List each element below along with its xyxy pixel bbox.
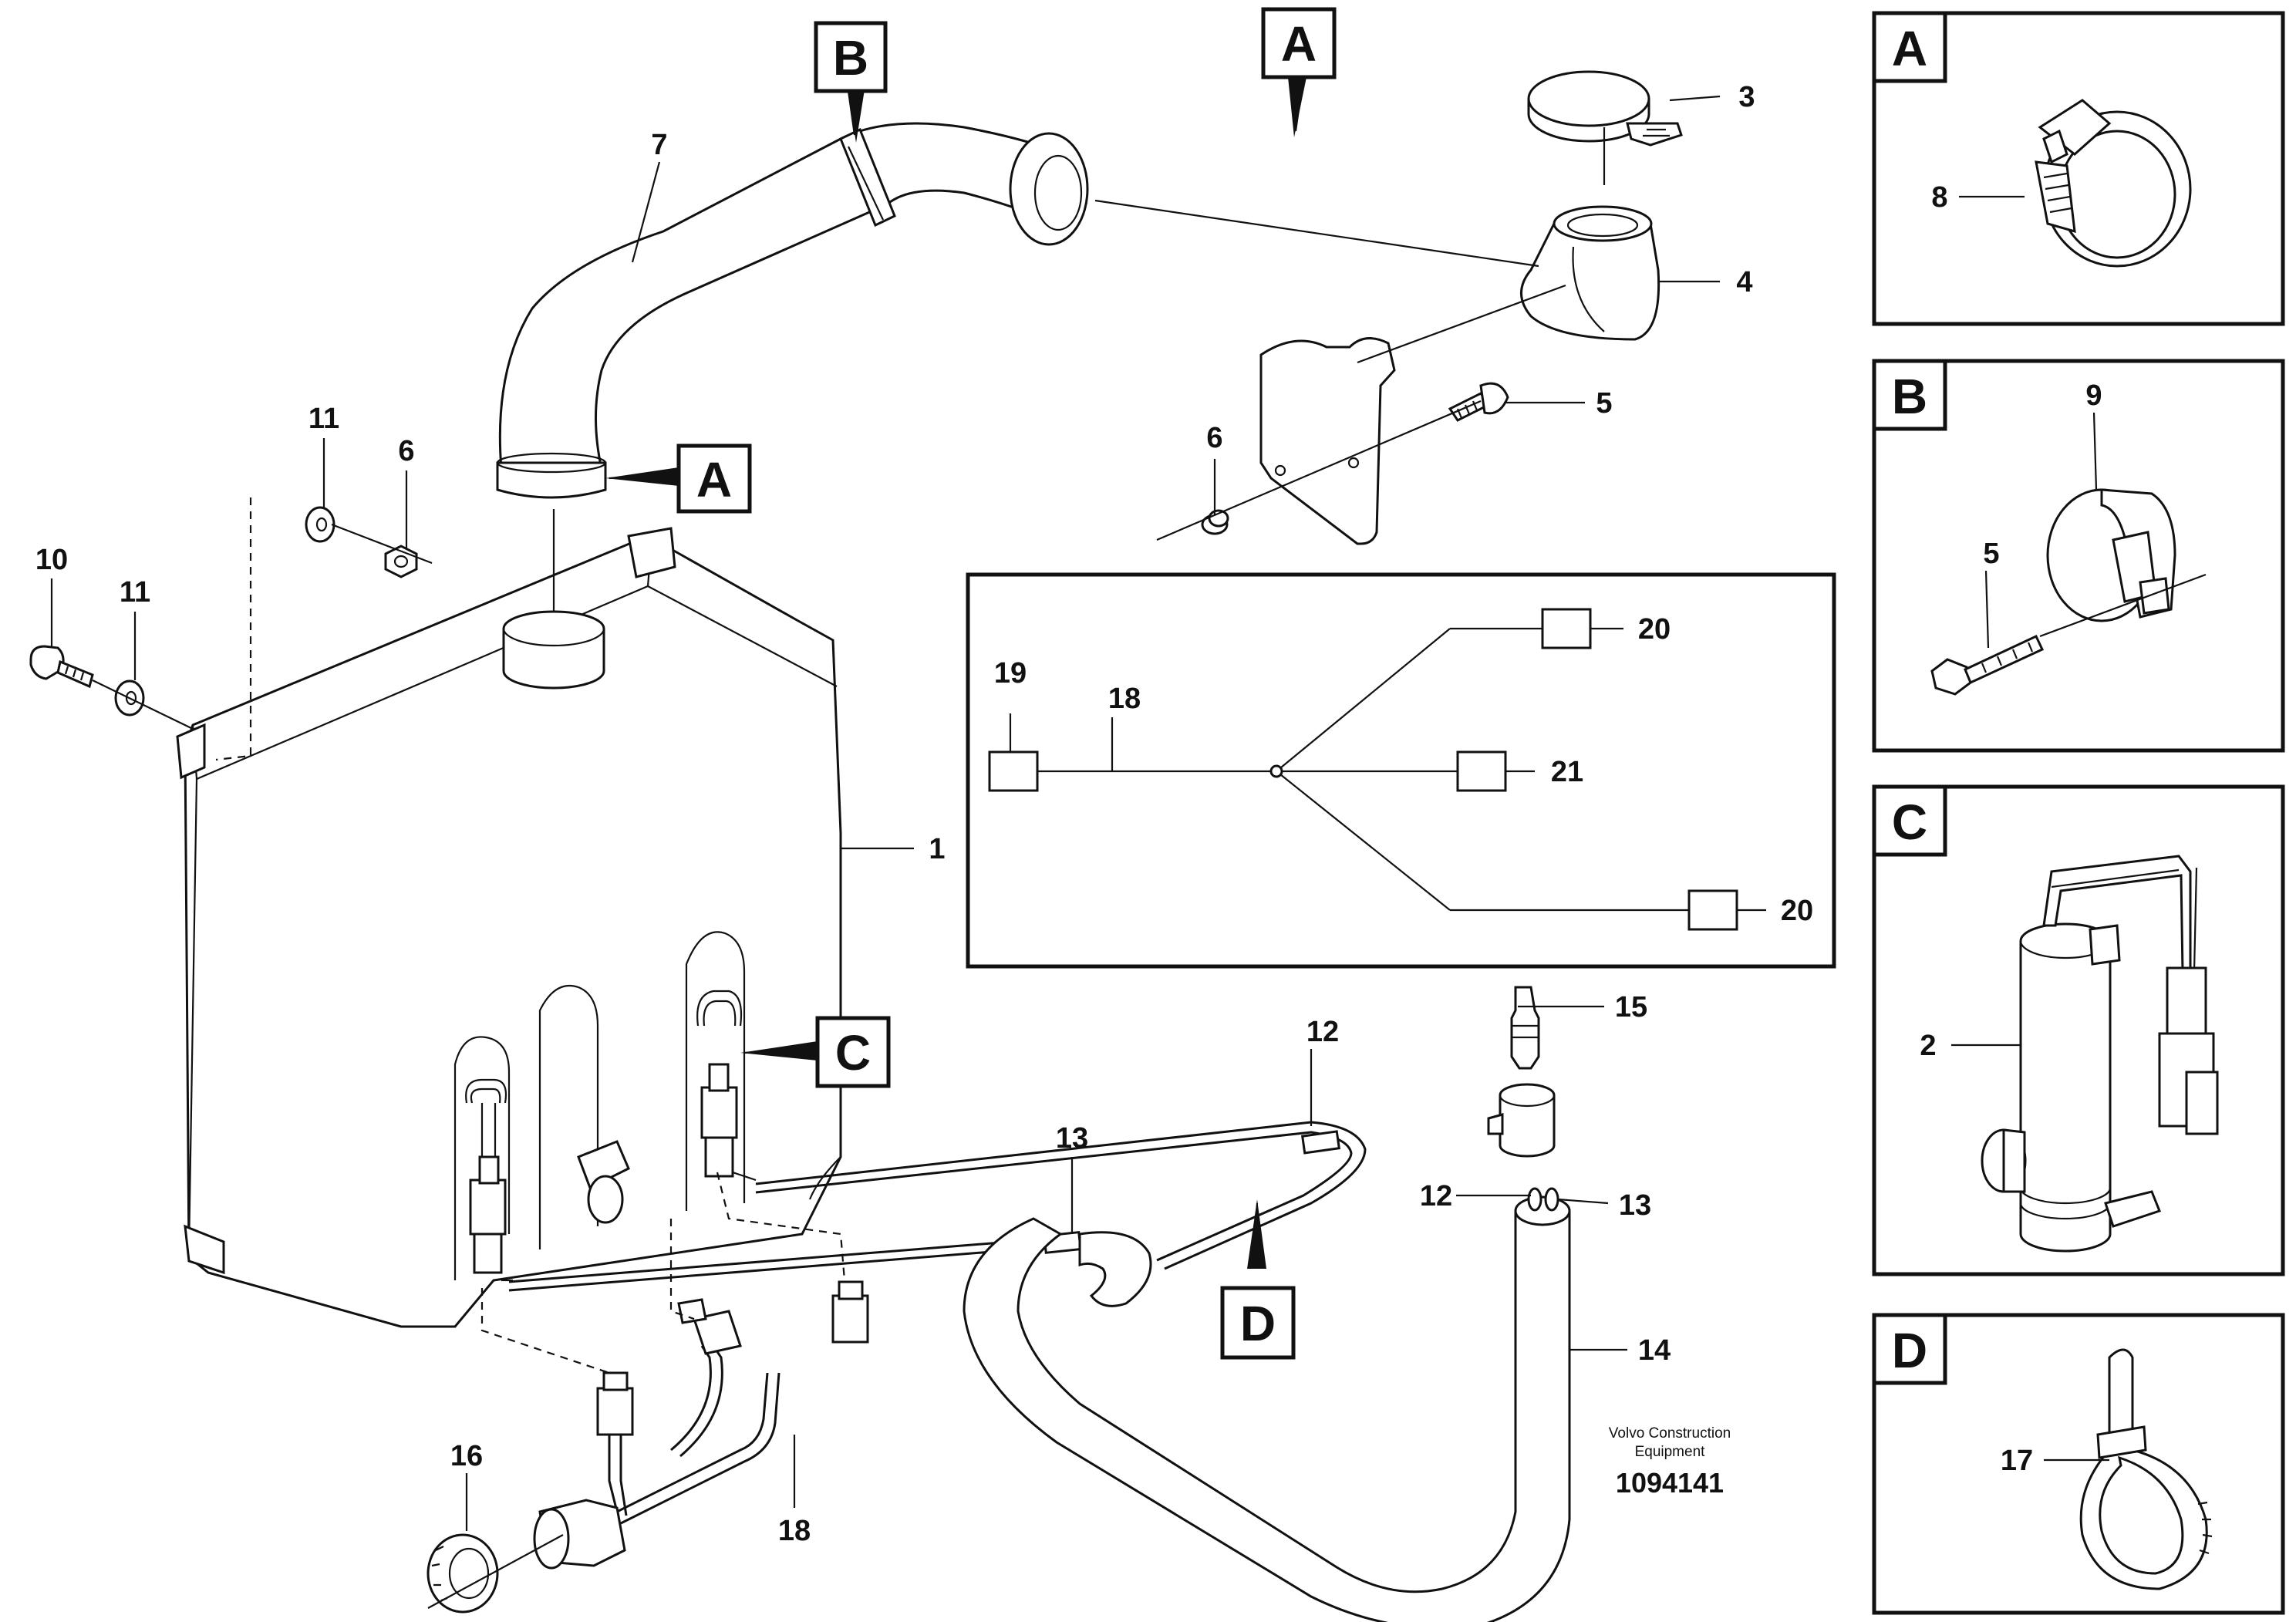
panel-d-tab: [1872, 1313, 1947, 1385]
pointer-arrows: [605, 76, 1306, 1269]
marker-b: B: [833, 30, 868, 86]
leader-lines: [50, 95, 2207, 1531]
callout-20-bottom: 20: [1781, 895, 1813, 927]
marker-d-box: [1220, 1286, 1296, 1360]
lock-ring: [426, 1533, 499, 1614]
harness-detail-frame: [966, 572, 1836, 969]
clamp-screw: [1930, 635, 2045, 696]
tank-screw: [29, 645, 94, 689]
washer-upper: [305, 506, 335, 543]
dashed-route-right: [716, 1172, 846, 1281]
marker-a2: A: [696, 452, 732, 508]
callout-13-tube: 13: [1619, 1189, 1651, 1222]
filler-cap: [1527, 70, 1683, 147]
callout-18-schematic: 18: [1108, 683, 1141, 715]
callout-18-harness: 18: [778, 1515, 811, 1547]
connector-21: [1456, 750, 1507, 792]
harness-schematic: [1037, 627, 1689, 912]
washer-pump: [1981, 855, 2219, 1253]
panel-b-letter: B: [1892, 369, 1927, 424]
marker-c: C: [835, 1025, 871, 1081]
nut-top: [1201, 509, 1229, 535]
tank-pump-left: [465, 1078, 513, 1282]
nozzle: [1510, 986, 1540, 1070]
marker-c-box: [815, 1016, 891, 1088]
connector-20-top: [1541, 608, 1592, 649]
callout-15: 15: [1615, 991, 1647, 1023]
callout-19: 19: [994, 657, 1027, 690]
callout-7: 7: [651, 129, 667, 161]
bracket-plate: [1259, 337, 1396, 545]
callout-2: 2: [1920, 1030, 1936, 1062]
callout-11-upper: 11: [308, 403, 339, 435]
filler-hose: [496, 122, 1089, 499]
dashed-route-mount: [215, 497, 252, 761]
panel-a-letter: A: [1892, 21, 1927, 76]
callout-21: 21: [1551, 756, 1583, 788]
callout-3: 3: [1738, 81, 1755, 113]
callout-14: 14: [1638, 1334, 1671, 1367]
marker-a1: A: [1281, 16, 1317, 72]
panel-c-letter: C: [1892, 794, 1927, 850]
callout-11-left: 11: [120, 576, 150, 609]
connector-20-bottom: [1687, 889, 1738, 931]
hose-sleeve: [1487, 1083, 1556, 1158]
panel-c-tab: [1872, 784, 1947, 857]
dashed-route-left: [480, 1288, 610, 1374]
credit-line-1: Volvo Construction: [1609, 1425, 1731, 1442]
callout-13-hose: 13: [1056, 1122, 1088, 1155]
callout-1: 1: [929, 833, 945, 865]
callout-12-hose: 12: [1306, 1016, 1339, 1048]
ring-axis: [427, 1534, 564, 1609]
large-hose: [963, 1187, 1571, 1622]
marker-a2-box: [676, 443, 752, 514]
connector-19: [988, 750, 1039, 792]
callout-16: 16: [450, 1440, 483, 1472]
marker-b-box: [814, 21, 888, 93]
callout-5-top: 5: [1596, 387, 1612, 420]
callout-10: 10: [35, 544, 68, 576]
filler-elbow: [1520, 205, 1660, 341]
tank-pump-right: [696, 990, 757, 1182]
washer-hoses: [508, 1121, 1367, 1292]
panel-d-letter: D: [1892, 1323, 1927, 1378]
washer-tank: [176, 527, 842, 1328]
panel-b-tab: [1872, 359, 1947, 431]
panel-d-frame: [1872, 1313, 2285, 1615]
panel-a-frame: [1872, 11, 2285, 326]
reference-number: 1094141: [1616, 1467, 1724, 1499]
panel-a-tab: [1872, 11, 1947, 83]
callout-9: 9: [2085, 379, 2102, 412]
dashed-route-middle: [669, 1219, 695, 1320]
callout-5-panel-b: 5: [1983, 538, 1999, 570]
marker-d: D: [1240, 1296, 1276, 1351]
panel-b-frame: [1872, 359, 2285, 753]
cable-tie: [2079, 1348, 2213, 1590]
callout-17: 17: [2001, 1445, 2033, 1477]
credit-line-2: Equipment: [1635, 1444, 1706, 1460]
harness: [533, 1280, 869, 1570]
hose-clamp: [2035, 99, 2192, 268]
callout-6-tank: 6: [398, 435, 414, 467]
marker-a1-box: [1261, 7, 1337, 79]
callout-4: 4: [1736, 266, 1752, 298]
panel-c-frame: [1872, 784, 2285, 1276]
callout-12-tube: 12: [1420, 1180, 1452, 1212]
callout-8: 8: [1931, 181, 1947, 214]
rubber-clamp: [2046, 488, 2176, 622]
callout-6-top: 6: [1206, 422, 1222, 454]
callout-20-top: 20: [1638, 613, 1671, 646]
